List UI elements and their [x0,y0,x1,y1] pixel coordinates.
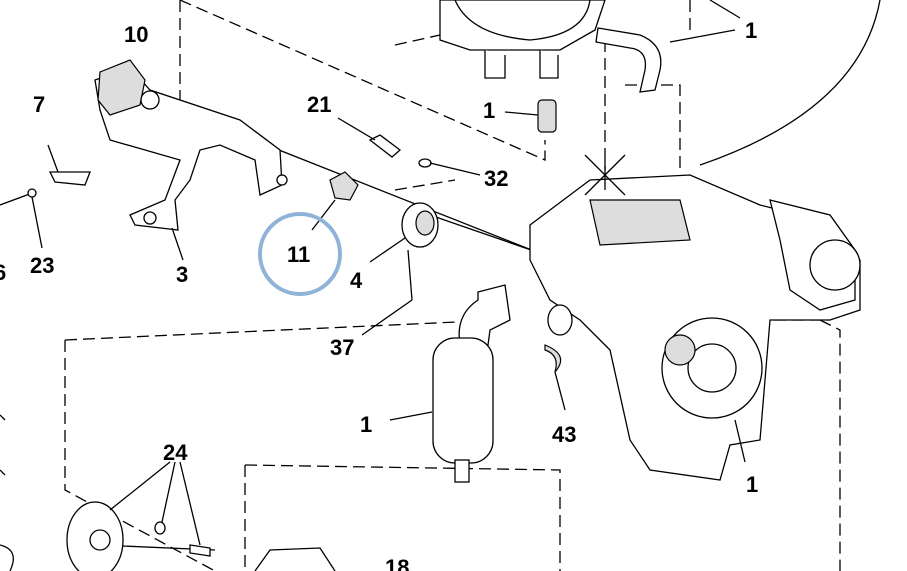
clip-7 [48,171,91,186]
callout-11[interactable]: 11 [287,242,310,267]
callout-7[interactable]: 7 [33,92,45,117]
callout-24[interactable]: 24 [163,440,188,465]
callout-21[interactable]: 21 [307,92,331,117]
rubber-mount [537,99,557,133]
callout-4[interactable]: 4 [350,268,363,293]
callout-1-muffler[interactable]: 1 [360,412,372,437]
edge-marks [0,414,6,476]
radiator-shroud [439,0,881,166]
isolator-11 [329,171,359,201]
muffler [432,284,511,483]
callout-18[interactable]: 18 [385,555,409,571]
callout-10[interactable]: 10 [124,22,148,47]
callout-43[interactable]: 43 [552,422,576,447]
callout-23[interactable]: 23 [30,253,54,278]
callout-6[interactable]: 6 [0,260,6,285]
callout-3[interactable]: 3 [176,262,188,287]
bolt-21 [368,134,402,158]
callout-32[interactable]: 32 [484,166,508,191]
callout-1-engine[interactable]: 1 [746,472,758,497]
adapter-24 [66,501,211,571]
highlight-circle[interactable] [258,212,342,296]
hose [595,27,662,93]
flange-4 [401,202,439,248]
callout-1-mount[interactable]: 1 [483,98,495,123]
engine-bracket [94,59,288,231]
housing-18 [254,547,336,571]
engine [529,154,861,481]
edge-part [0,544,14,571]
clamp-43 [544,344,562,373]
leader-lines [31,0,746,546]
washer-23 [27,188,37,198]
callout-labels: 10 1 1 7 21 32 6 23 3 11 4 37 1 43 1 24 … [0,18,758,571]
washer-32 [418,158,432,168]
assembly-lines [0,94,621,551]
callout-37[interactable]: 37 [330,335,354,360]
callout-1-top-right[interactable]: 1 [745,18,757,43]
